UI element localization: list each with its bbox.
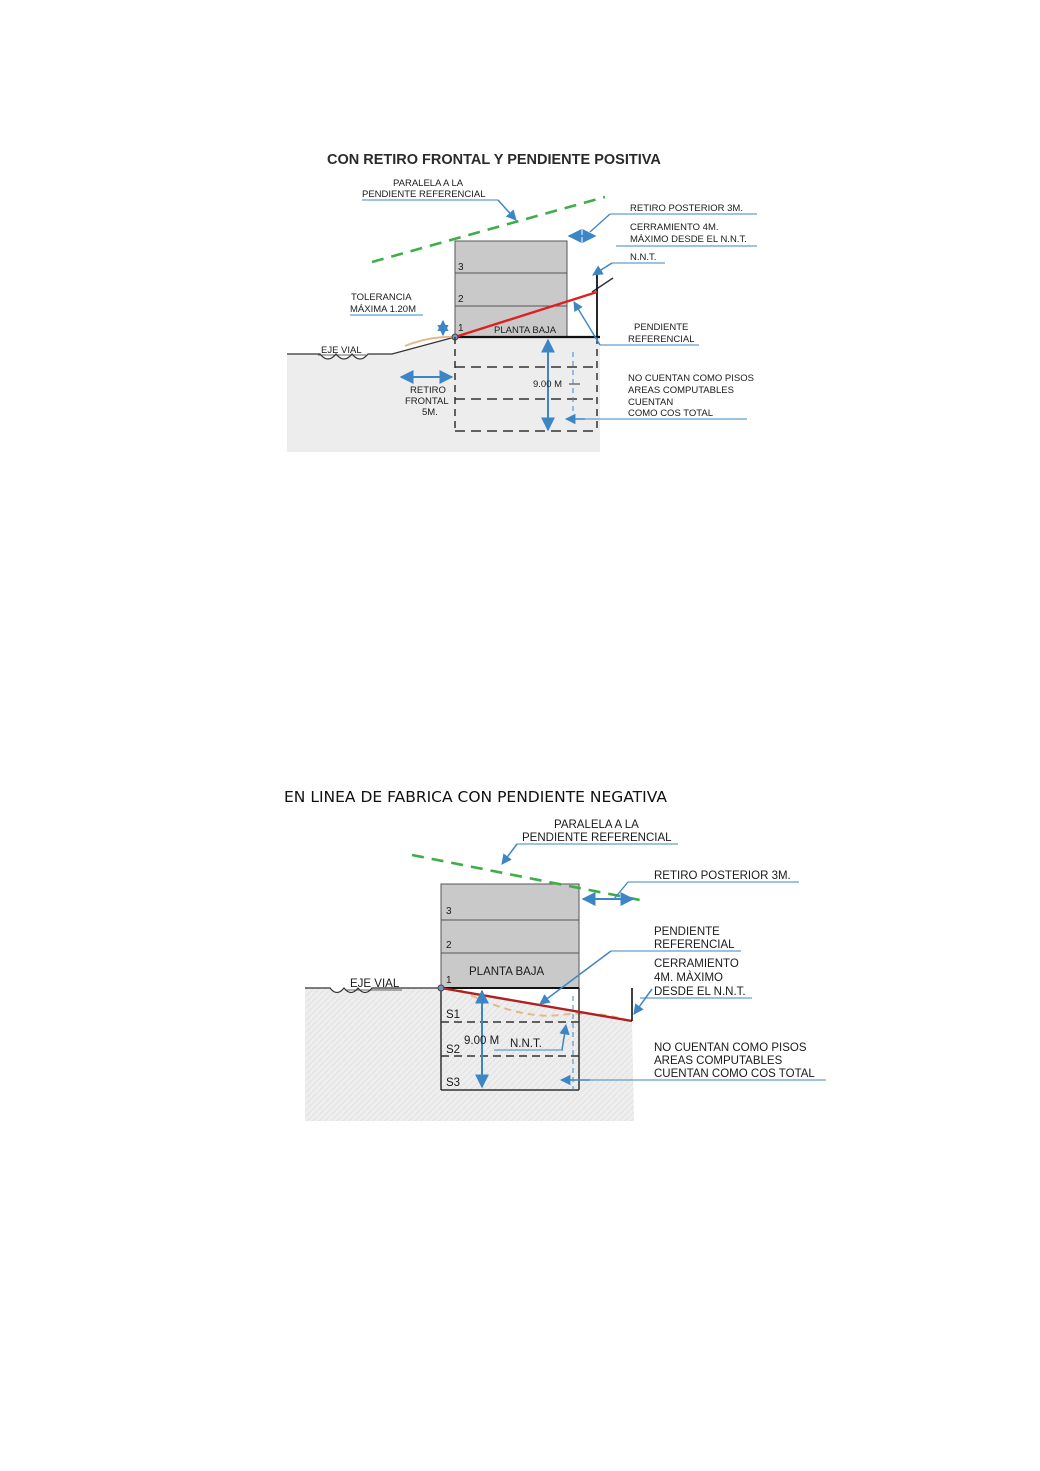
paralela-label-1: PARALELA A LA	[554, 819, 639, 831]
reference-slope-line	[454, 290, 598, 339]
retiro-posterior-arrow-stem	[613, 881, 629, 900]
cerramiento-label-2: 4M. MÀXIMO	[654, 971, 723, 984]
pendiente-label-2: REFERENCIAL	[628, 334, 695, 345]
height-dimension-label: 9.00 M	[533, 379, 562, 390]
planta-baja-label: PLANTA BAJA	[469, 966, 545, 978]
ground-fill	[305, 988, 634, 1121]
no-cuentan-label-3: CUENTAN	[628, 397, 673, 408]
sub-floor-label-s1: S1	[446, 1009, 460, 1021]
floor-label-3: 3	[458, 262, 464, 273]
terrain-curve	[404, 335, 456, 347]
sub-floor-label-s2: S2	[446, 1044, 460, 1056]
paralela-label-2: PENDIENTE REFERENCIAL	[522, 832, 672, 844]
terrain-line	[591, 277, 614, 293]
retiro-posterior-label: RETIRO POSTERIOR 3M.	[630, 203, 743, 214]
nnt-arrow	[592, 262, 613, 276]
retiro-frontal-label-1: RETIRO	[410, 385, 446, 396]
diagram2-title: EN LINEA DE FABRICA CON PENDIENTE NEGATI…	[284, 788, 667, 806]
pendiente-label-2: REFERENCIAL	[654, 939, 735, 951]
sub-floor-label-s3: S3	[446, 1077, 460, 1089]
pendiente-label-1: PENDIENTE	[654, 926, 720, 938]
reference-point	[437, 984, 445, 992]
retiro-posterior-label: RETIRO POSTERIOR 3M.	[654, 870, 791, 882]
basement-levels	[440, 988, 580, 1091]
ground-profile-line	[305, 987, 441, 994]
nnt-label: N.N.T.	[510, 1038, 542, 1050]
floor-label-2: 2	[458, 294, 464, 305]
paralela-label-1: PARALELA A LA	[393, 178, 464, 189]
cerramiento-label-2: MÁXIMO DESDE EL N.N.T.	[630, 234, 747, 245]
floor-label-1: 1	[446, 975, 452, 986]
planta-baja-label: PLANTA BAJA	[494, 325, 557, 336]
retiro-posterior-arrow-stem	[589, 213, 611, 233]
retiro-frontal-label-2: FRONTAL	[405, 396, 449, 407]
floor-label-3: 3	[446, 906, 452, 917]
no-cuentan-label-2: AREAS COMPUTABLES	[628, 385, 734, 396]
cerramiento-label-3: DESDE EL N.N.T.	[654, 986, 746, 998]
pendiente-arrow	[573, 301, 601, 346]
no-cuentan-label-4: COMO COS TOTAL	[628, 408, 713, 419]
tolerancia-label-1: TOLERANCIA	[351, 292, 412, 303]
no-cuentan-label-1: NO CUENTAN COMO PISOS	[628, 373, 754, 384]
diagram-negative-slope: EN LINEA DE FABRICA CON PENDIENTE NEGATI…	[284, 788, 826, 1121]
cerramiento-label-1: CERRAMIENTO	[654, 958, 739, 970]
nnt-arrow	[559, 1023, 570, 1051]
ground-fill	[287, 337, 600, 452]
reference-slope-line	[440, 986, 633, 1023]
paralela-label-2: PENDIENTE REFERENCIAL	[362, 189, 486, 200]
cerramiento-arrow	[633, 988, 653, 1015]
no-cuentan-label-1: NO CUENTAN COMO PISOS	[654, 1042, 807, 1054]
eje-vial-label: EJE VIAL	[350, 978, 400, 990]
parallel-reference-line	[371, 195, 606, 264]
pendiente-label-1: PENDIENTE	[634, 322, 688, 333]
ground-profile-line	[287, 336, 456, 360]
building-block	[454, 240, 568, 338]
diagram-positive-slope: CON RETIRO FRONTAL Y PENDIENTE POSITIVA …	[287, 152, 757, 452]
cerramiento-label-1: CERRAMIENTO 4M.	[630, 222, 719, 233]
no-cuentan-label-3: CUENTAN COMO COS TOTAL	[654, 1068, 815, 1080]
eje-vial-label: EJE VIAL	[321, 345, 362, 356]
tolerancia-label-2: MÁXIMA 1.20M	[350, 304, 416, 315]
no-cuentan-label-2: AREAS COMPUTABLES	[654, 1055, 783, 1067]
floor-label-1: 1	[458, 323, 464, 334]
paralela-arrow	[497, 199, 517, 221]
retiro-frontal-label-3: 5M.	[422, 407, 438, 418]
pendiente-arrow	[539, 950, 612, 1005]
height-dimension-label: 9.00 M	[464, 1035, 499, 1047]
floor-label-2: 2	[446, 940, 452, 951]
nnt-label: N.N.T.	[630, 252, 656, 263]
paralela-arrow	[501, 843, 518, 865]
diagram1-title: CON RETIRO FRONTAL Y PENDIENTE POSITIVA	[327, 152, 661, 168]
